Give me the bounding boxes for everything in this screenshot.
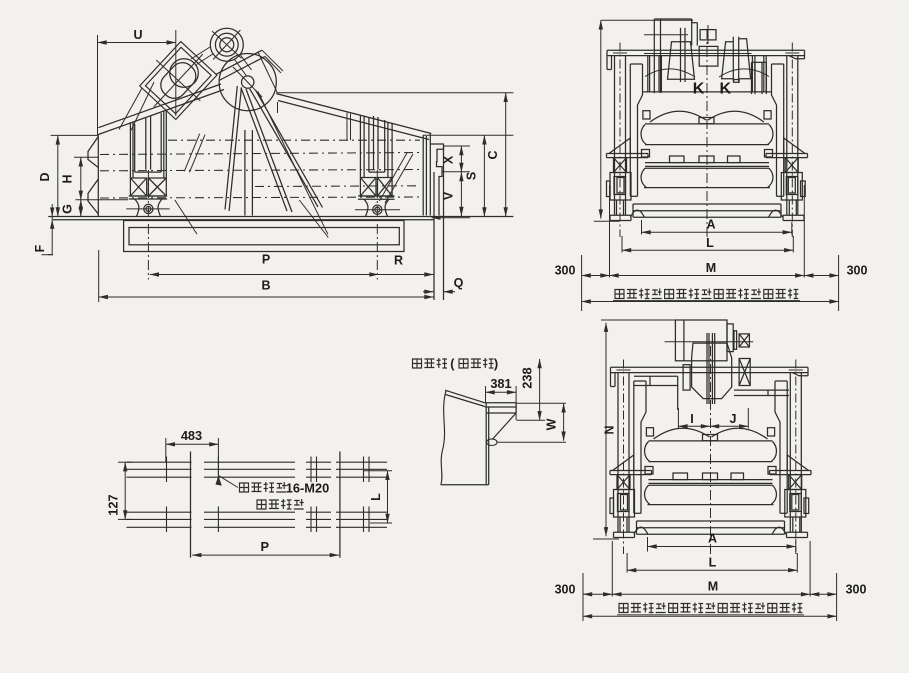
svg-text:127: 127 [106,494,121,515]
svg-text:U: U [133,28,142,42]
svg-text:P: P [262,253,270,267]
svg-text:S: S [465,172,479,180]
svg-text:G: G [61,204,75,214]
svg-text:R: R [394,254,403,268]
svg-text:300: 300 [555,583,576,597]
svg-text:L: L [706,236,714,250]
svg-text:381: 381 [490,376,511,391]
svg-text:Q: Q [454,276,464,290]
svg-text:K: K [693,81,705,98]
svg-text:M: M [706,261,716,275]
svg-text:C: C [486,150,500,159]
svg-text:W: W [545,418,559,430]
svg-text:X: X [442,155,456,164]
svg-text:300: 300 [846,583,867,597]
svg-text:H: H [61,174,75,183]
svg-text:L: L [709,556,717,570]
svg-text:A: A [706,218,715,232]
svg-text:300: 300 [847,264,868,278]
svg-text:300: 300 [555,264,576,278]
svg-text:P: P [261,539,270,554]
svg-text:16-M20: 16-M20 [286,481,329,496]
svg-text:F: F [33,244,47,252]
svg-text:I: I [690,412,693,426]
svg-text:B: B [261,279,270,293]
svg-text:238: 238 [520,367,535,388]
svg-text:K: K [720,81,732,98]
svg-text:J: J [730,412,737,426]
svg-text:): ) [494,356,498,371]
svg-text:D: D [38,172,52,181]
svg-text:A: A [708,532,717,546]
svg-text:(: ( [450,357,455,371]
svg-text:483: 483 [181,428,202,443]
svg-text:N: N [603,425,617,434]
svg-text:L: L [369,493,383,501]
svg-text:V: V [442,191,456,200]
svg-text:M: M [708,580,718,594]
